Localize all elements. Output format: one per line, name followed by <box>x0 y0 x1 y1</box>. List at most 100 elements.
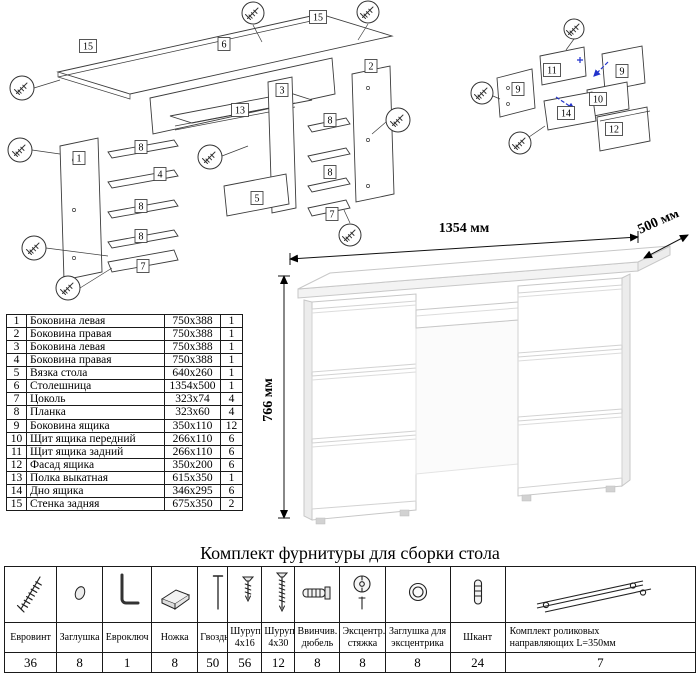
svg-text:1: 1 <box>77 154 82 165</box>
part-name: Боковина ящика <box>26 418 165 433</box>
svg-text:8: 8 <box>139 202 144 213</box>
part-number: 14 <box>6 483 27 498</box>
svg-text:5: 5 <box>255 194 260 205</box>
part-qty: 1 <box>220 313 243 329</box>
drawer-front <box>517 348 623 418</box>
part-number: 5 <box>6 366 27 381</box>
svg-text:7: 7 <box>141 262 146 273</box>
part-qty: 1 <box>220 327 243 342</box>
svg-text:4: 4 <box>158 170 163 181</box>
part-callout: 11 <box>543 63 561 77</box>
part-number: 9 <box>6 418 27 433</box>
part-name: Дно ящика <box>26 483 165 498</box>
part-callout: 3 <box>275 83 289 97</box>
svg-text:2: 2 <box>369 62 374 73</box>
part-size: 266x110 <box>164 431 221 446</box>
part-size: 1354x500 <box>164 379 221 394</box>
part-name: Боковина левая <box>26 340 165 355</box>
left-side-panel <box>59 137 103 281</box>
fastener-callout <box>508 131 532 155</box>
nail-icon <box>197 566 229 623</box>
fastener-callout <box>7 137 33 163</box>
part-callout: 8 <box>134 199 148 213</box>
part-size: 750x388 <box>164 327 221 342</box>
svg-text:7: 7 <box>330 210 335 221</box>
fastener-callout <box>470 81 494 105</box>
drawer-front <box>517 284 623 354</box>
part-number: 10 <box>6 431 27 446</box>
part-callout: 8 <box>134 229 148 243</box>
right-side-panel <box>351 65 395 203</box>
svg-text:10: 10 <box>593 95 603 106</box>
hardware-kit-title: Комплект фурнитуры для сборки стола <box>200 543 500 563</box>
part-callout: 14 <box>557 106 575 120</box>
part-name: Планка <box>26 405 165 420</box>
part-size: 266x110 <box>164 444 221 459</box>
part-qty: 6 <box>220 444 243 459</box>
part-qty: 1 <box>220 340 243 355</box>
part-callout: 8 <box>134 140 148 154</box>
hardware-item-qty: 12 <box>261 652 296 673</box>
fastener-callout <box>55 275 81 301</box>
screw-4x30-icon <box>261 566 296 623</box>
drawer-facade-panel <box>596 106 651 152</box>
svg-text:15: 15 <box>313 13 323 24</box>
part-callout: 15 <box>79 39 97 53</box>
part-qty: 1 <box>220 379 243 394</box>
part-callout: 1 <box>72 151 86 165</box>
part-name: Боковина правая <box>26 353 165 368</box>
part-number: 3 <box>6 340 27 355</box>
hardware-item-label: Заглушка для эксцентрика <box>384 622 451 653</box>
part-callout: 8 <box>323 113 337 127</box>
svg-text:11: 11 <box>547 66 557 77</box>
part-callout: 10 <box>589 92 607 106</box>
hardware-item-label: Эксцентр. стяжка <box>339 622 386 653</box>
height-dimension-label: 766 мм <box>261 378 276 422</box>
part-number: 8 <box>6 405 27 420</box>
part-qty: 2 <box>220 496 243 511</box>
dimension-width: 1354 мм <box>289 221 639 265</box>
part-name: Щит ящика задний <box>26 444 165 459</box>
hardware-item-qty: 1 <box>102 652 153 673</box>
part-name: Стенка задняя <box>26 496 165 511</box>
part-callout: 9 <box>615 64 629 78</box>
fastener-callout <box>9 75 35 101</box>
part-qty: 1 <box>220 366 243 381</box>
part-qty: 4 <box>220 392 243 407</box>
part-callout: 9 <box>511 82 525 96</box>
part-size: 615x350 <box>164 470 221 485</box>
hardware-item-label: Ввинчив. дюбель <box>294 622 341 653</box>
hardware-item-label: Заглушка <box>56 622 104 653</box>
svg-text:8: 8 <box>328 116 333 127</box>
part-name: Вязка стола <box>26 366 165 381</box>
desk-render: 1354 мм 500 мм 766 мм <box>261 212 689 525</box>
part-size: 323x74 <box>164 392 221 407</box>
drawer-front <box>517 412 623 489</box>
part-callout: 7 <box>325 207 339 221</box>
part-number: 13 <box>6 470 27 485</box>
part-callout: 13 <box>231 103 249 117</box>
part-size: 750x388 <box>164 353 221 368</box>
hardware-item-label: Комплект роликовых направляющих L=350мм <box>504 622 697 653</box>
svg-text:6: 6 <box>222 40 227 51</box>
drawer-front <box>311 434 417 510</box>
part-number: 11 <box>6 444 27 459</box>
part-qty: 4 <box>220 405 243 420</box>
fastener-callout <box>241 1 265 25</box>
part-number: 15 <box>6 496 27 511</box>
dimension-height: 766 мм <box>261 275 290 519</box>
width-dimension-label: 1354 мм <box>439 221 490 236</box>
svg-text:15: 15 <box>83 42 93 53</box>
